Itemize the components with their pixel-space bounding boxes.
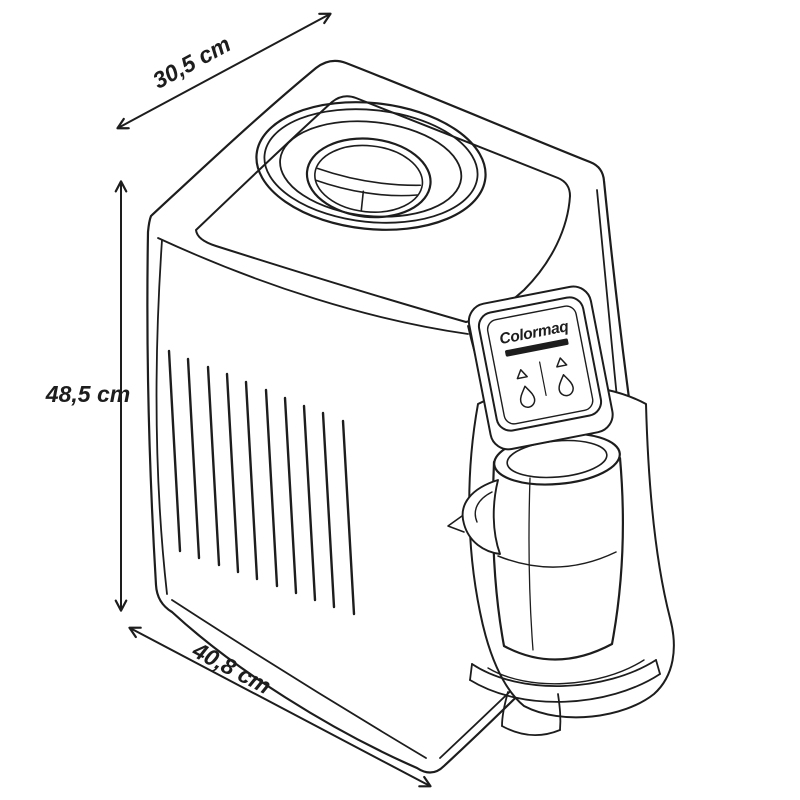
dispenser-drawing: Colormaq xyxy=(146,59,675,774)
depth-dimension-label: 30,5 cm xyxy=(148,31,235,94)
drip-tray xyxy=(469,659,661,736)
top-opening xyxy=(255,101,487,231)
water-drop-icon xyxy=(558,373,574,397)
height-dimension-label: 48,5 cm xyxy=(45,381,130,407)
triangle-indicator-icon xyxy=(556,357,568,368)
height-dimension: 48,5 cm xyxy=(45,180,130,612)
depth-dimension-arrow xyxy=(116,12,332,130)
spout xyxy=(447,479,501,555)
triangle-indicator-icon xyxy=(516,369,528,380)
water-tank xyxy=(491,432,624,661)
width-dimension-arrow xyxy=(128,626,432,788)
vent-grille xyxy=(167,349,356,616)
width-dimension-label: 40,8 cm xyxy=(188,636,276,699)
control-panel: Colormaq xyxy=(467,285,614,451)
top-face xyxy=(195,95,571,323)
brand-tagline-bar xyxy=(505,338,569,357)
width-dimension: 40,8 cm xyxy=(128,626,432,788)
water-drop-icon xyxy=(519,385,536,408)
